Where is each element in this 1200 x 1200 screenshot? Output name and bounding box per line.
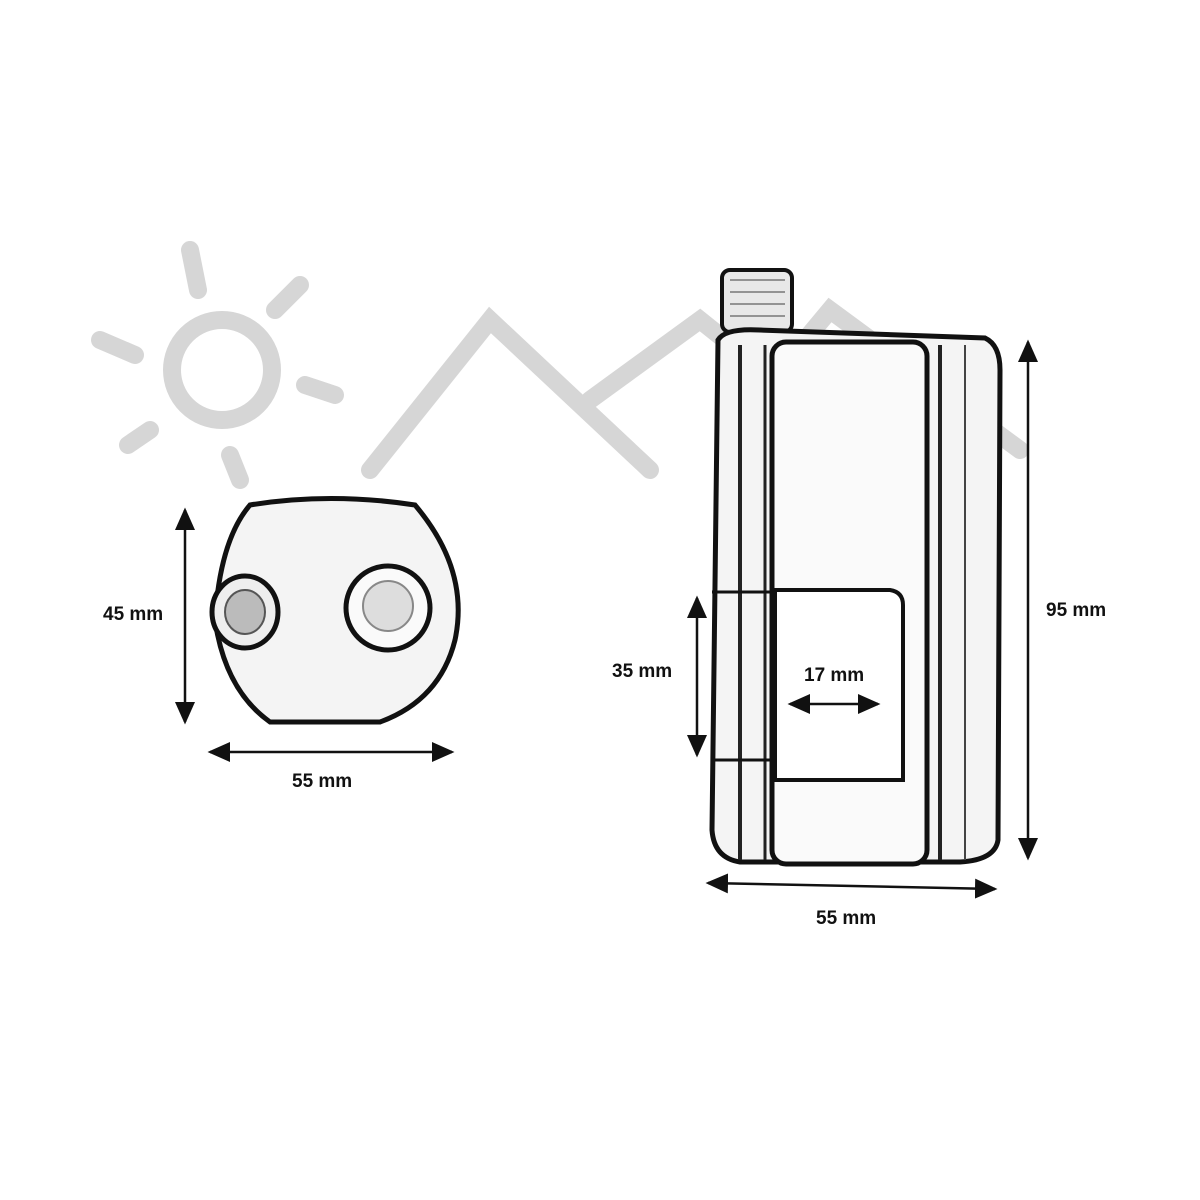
front-view-part [709,268,1003,867]
slot-height-label: 35 mm [612,661,673,682]
slot-width-label: 17 mm [804,665,865,686]
top-view-height-label: 45 mm [103,604,164,625]
top-view-width-label: 55 mm [292,771,353,792]
front-width-label: 55 mm [816,908,877,929]
front-height-label: 95 mm [1046,600,1107,621]
top-view-part [209,496,461,725]
front-width-arrow [705,873,998,899]
